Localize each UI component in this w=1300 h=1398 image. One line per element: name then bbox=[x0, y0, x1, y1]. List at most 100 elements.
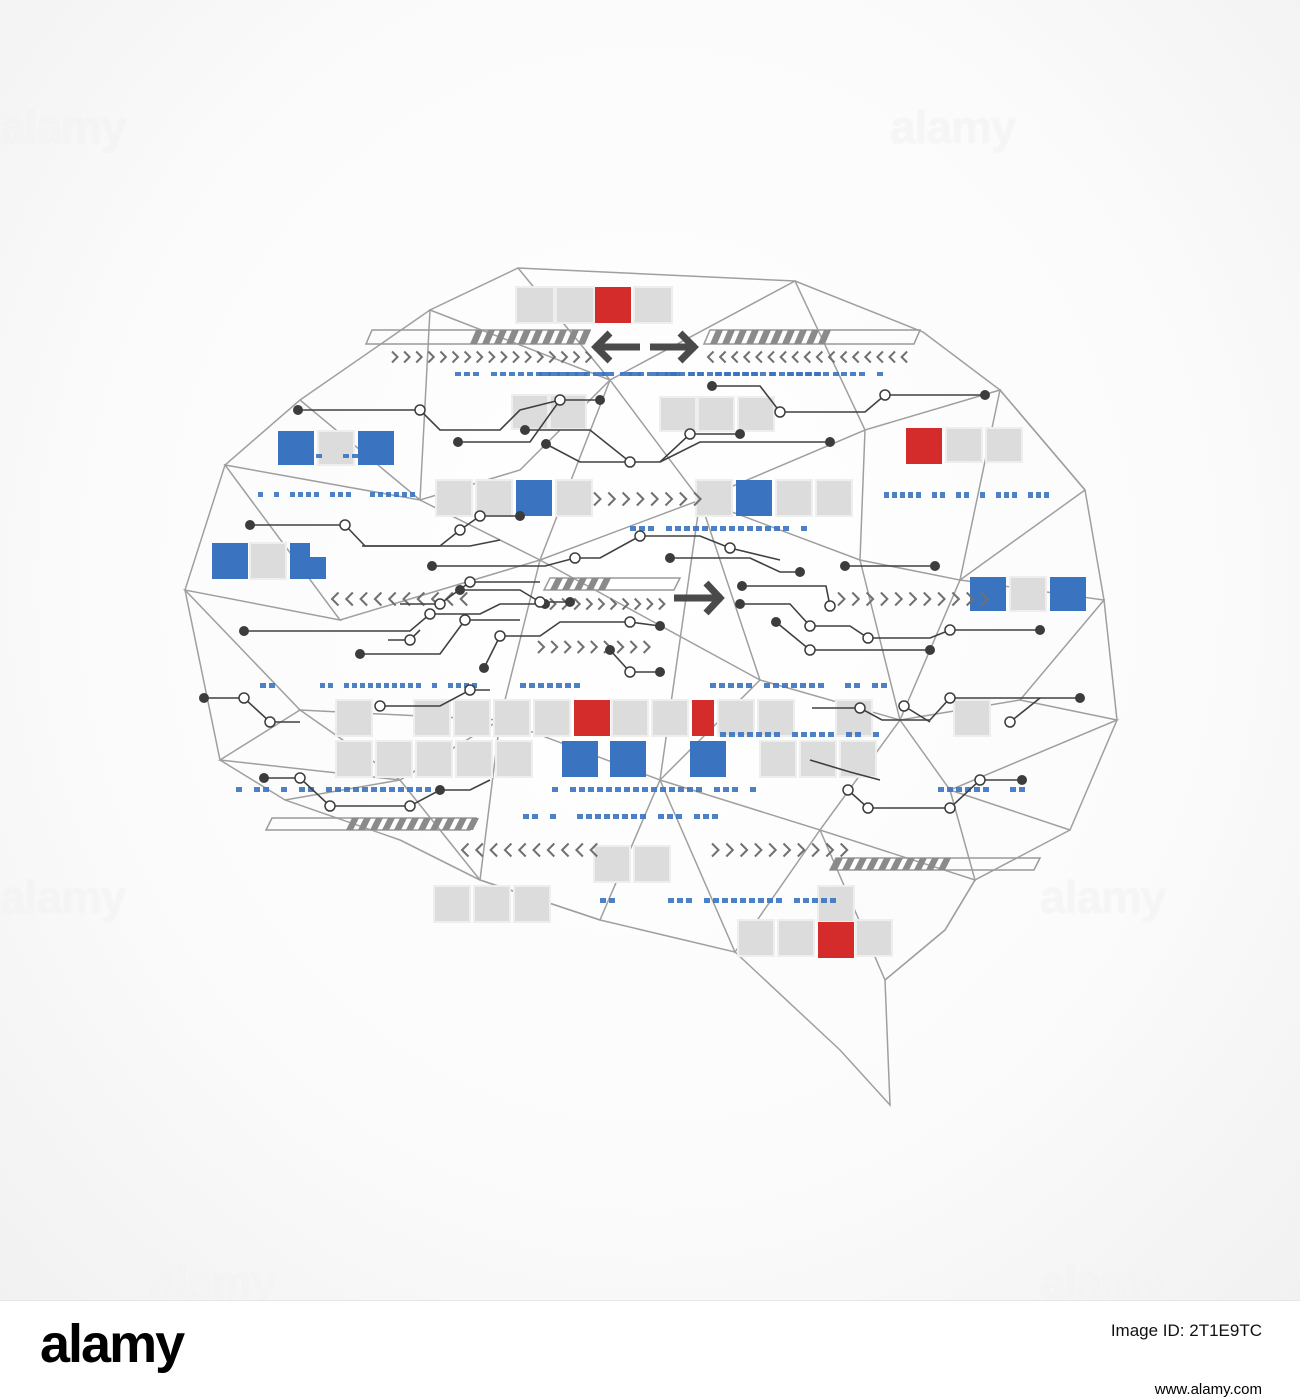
circuit-node-filled bbox=[355, 649, 365, 659]
blue-dash bbox=[633, 787, 639, 792]
blue-dash bbox=[550, 814, 556, 819]
circuit-node-hollow bbox=[460, 615, 470, 625]
blue-dash bbox=[782, 683, 788, 688]
blue-dash bbox=[565, 683, 571, 688]
circuit-node-hollow bbox=[405, 801, 415, 811]
chevron-mark bbox=[551, 641, 557, 653]
blue-tile bbox=[970, 577, 1006, 611]
blue-dash bbox=[416, 787, 422, 792]
blue-dash bbox=[720, 732, 726, 737]
stripe-segment bbox=[794, 330, 807, 344]
blue-dash bbox=[566, 372, 572, 376]
blue-dash bbox=[620, 372, 626, 376]
stripe-segment bbox=[770, 330, 783, 344]
arrow-right-icon bbox=[650, 333, 696, 361]
blue-dash bbox=[812, 898, 818, 903]
blue-dash bbox=[704, 898, 710, 903]
blue-dash bbox=[693, 526, 699, 531]
blue-dash bbox=[900, 492, 905, 498]
circuit-node-filled bbox=[1017, 775, 1027, 785]
chevron-mark bbox=[756, 352, 762, 363]
blue-dash bbox=[343, 454, 349, 458]
blue-dash bbox=[845, 683, 851, 688]
chevron-mark bbox=[853, 352, 859, 363]
circuit-node-filled bbox=[1075, 693, 1085, 703]
circuit-node-filled bbox=[605, 645, 615, 655]
chevron-mark bbox=[910, 593, 917, 606]
blue-tile bbox=[516, 480, 552, 516]
blue-dash bbox=[980, 492, 985, 498]
blue-dash bbox=[756, 732, 762, 737]
circuit-node-hollow bbox=[625, 617, 635, 627]
stripe-segment bbox=[722, 330, 735, 344]
blue-dash bbox=[518, 372, 524, 376]
blue-tile bbox=[358, 431, 394, 465]
chevron-mark bbox=[361, 593, 368, 606]
blue-dash bbox=[398, 787, 404, 792]
chevron-mark bbox=[332, 593, 339, 606]
chevron-mark bbox=[576, 844, 583, 857]
blue-dash bbox=[410, 492, 415, 497]
circuit-node-hollow bbox=[863, 633, 873, 643]
blue-dash bbox=[609, 898, 615, 903]
blue-dash bbox=[713, 898, 719, 903]
stripe-segment bbox=[470, 330, 483, 344]
blue-dash bbox=[523, 814, 529, 819]
blue-dash bbox=[809, 683, 815, 688]
chevron-mark bbox=[375, 593, 382, 606]
chevron-mark bbox=[637, 493, 644, 506]
chevron-mark bbox=[755, 844, 762, 857]
blue-tile bbox=[1050, 577, 1086, 611]
circuit-node-filled bbox=[707, 381, 717, 391]
stripe-segment bbox=[710, 330, 723, 344]
chevron-mark bbox=[392, 352, 398, 363]
circuit-node-hollow bbox=[570, 553, 580, 563]
blue-dash bbox=[765, 526, 771, 531]
blue-dash bbox=[710, 683, 716, 688]
blue-dash bbox=[260, 683, 266, 688]
blue-dash bbox=[638, 372, 644, 376]
blue-dash bbox=[821, 898, 827, 903]
blue-dash bbox=[281, 787, 287, 792]
blue-dash bbox=[1004, 492, 1009, 498]
chevron-mark bbox=[924, 593, 931, 606]
chevron-mark bbox=[586, 599, 592, 610]
circuit-node-hollow bbox=[775, 407, 785, 417]
stripe-segment bbox=[598, 578, 611, 590]
circuit-node-filled bbox=[665, 553, 675, 563]
blue-dash bbox=[330, 492, 335, 497]
circuit-node-filled bbox=[925, 645, 935, 655]
blue-dash bbox=[491, 372, 497, 376]
chevron-mark bbox=[712, 844, 719, 857]
blue-dash bbox=[360, 683, 365, 688]
stripe-segment bbox=[550, 578, 563, 590]
blue-dash bbox=[455, 372, 461, 376]
blue-dash bbox=[1036, 492, 1041, 498]
circuit-node-filled bbox=[655, 621, 665, 631]
blue-dash bbox=[983, 787, 989, 792]
chevron-mark bbox=[591, 641, 597, 653]
blue-dash bbox=[648, 526, 654, 531]
blue-dash bbox=[378, 492, 383, 497]
blue-dash bbox=[947, 787, 953, 792]
blue-dash bbox=[873, 732, 879, 737]
footer-bar: alamy Image ID: 2T1E9TC www.alamy.com bbox=[0, 1300, 1300, 1391]
stripe-segment bbox=[442, 818, 455, 830]
chevron-mark bbox=[574, 599, 580, 610]
chevron-mark bbox=[659, 599, 665, 610]
chevron-mark bbox=[769, 844, 776, 857]
blue-dash bbox=[574, 683, 580, 688]
stripe-segment bbox=[578, 330, 591, 344]
chevron-mark bbox=[489, 352, 495, 363]
blue-dash bbox=[684, 526, 690, 531]
chevron-mark bbox=[793, 352, 799, 363]
blue-tile bbox=[736, 480, 772, 516]
blue-dash bbox=[316, 454, 322, 458]
blue-dash bbox=[335, 787, 341, 792]
chevron-mark bbox=[666, 493, 673, 506]
blue-dash bbox=[346, 492, 351, 497]
blue-dash bbox=[448, 683, 453, 688]
blue-dash bbox=[539, 372, 545, 376]
blue-dash bbox=[722, 898, 728, 903]
circuit-node-hollow bbox=[625, 457, 635, 467]
